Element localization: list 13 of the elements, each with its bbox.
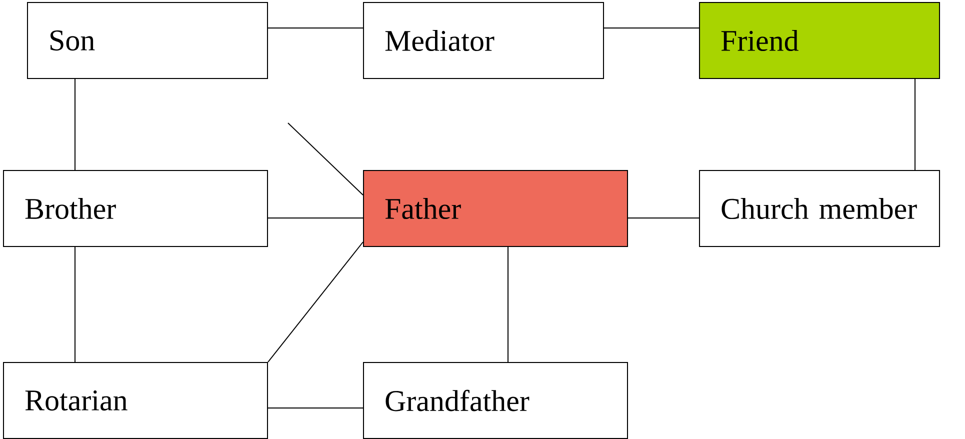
connector-line xyxy=(268,242,364,362)
connector-line xyxy=(288,122,364,196)
connector-line xyxy=(74,246,76,362)
person-box: Brother xyxy=(3,170,268,247)
person-box: Mediator xyxy=(363,2,604,79)
person-box: Church member xyxy=(699,170,940,247)
person-box: Son xyxy=(27,2,268,79)
connector-line xyxy=(74,78,76,170)
person-box: Grandfather xyxy=(363,362,628,439)
person-box: Father xyxy=(363,170,628,247)
person-box: Rotarian xyxy=(3,362,268,439)
person-box: Friend xyxy=(699,2,940,79)
connector-line xyxy=(914,78,916,170)
